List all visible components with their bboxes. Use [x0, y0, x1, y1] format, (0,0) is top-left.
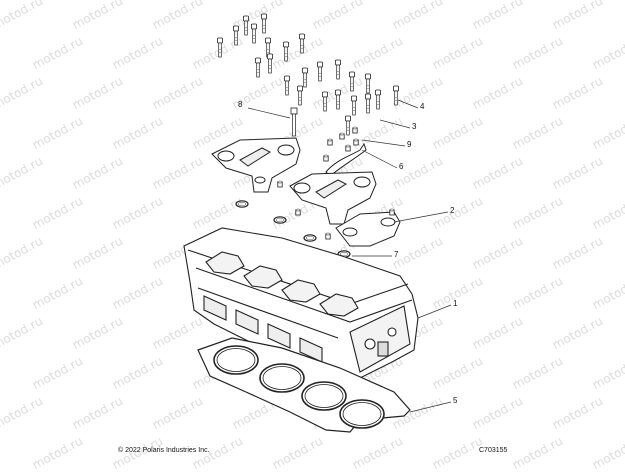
- cam-carrier-middle: [289, 171, 377, 225]
- callout-6: 6: [399, 162, 404, 171]
- callout-3: 3: [412, 122, 417, 131]
- callout-7: 7: [394, 250, 399, 259]
- head-gasket: [197, 337, 411, 433]
- figure-code: C703155: [479, 447, 508, 454]
- callout-4: 4: [420, 102, 425, 111]
- leader-lines: [247, 99, 452, 413]
- callout-9: 9: [407, 140, 412, 149]
- long-bolt: [290, 107, 298, 137]
- bolt-set: [216, 13, 400, 136]
- callout-5: 5: [453, 396, 458, 405]
- callout-1: 1: [453, 299, 458, 308]
- cylinder-head: [183, 227, 419, 387]
- cam-carrier-left: [211, 137, 301, 193]
- cam-carrier-right: [335, 211, 401, 247]
- callout-2: 2: [450, 206, 455, 215]
- bracket: [325, 142, 367, 177]
- copyright-text: © 2022 Polaris Industries Inc.: [118, 447, 210, 454]
- callout-8: 8: [238, 100, 243, 109]
